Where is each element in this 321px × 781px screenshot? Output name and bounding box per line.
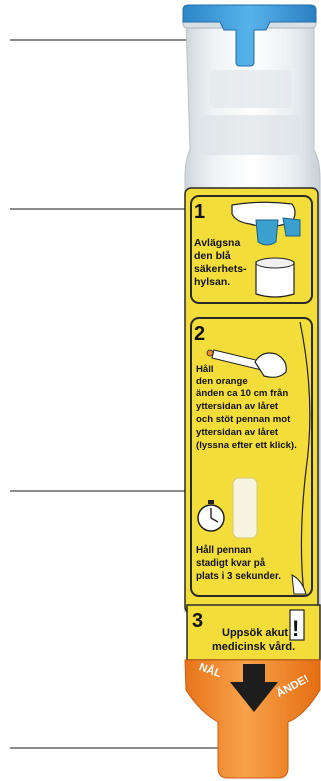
svg-text:(lyssna efter ett klick).: (lyssna efter ett klick).: [196, 440, 297, 451]
inspection-window: [233, 478, 257, 538]
step1-number: 1: [194, 201, 205, 223]
step2-number: 2: [194, 323, 205, 345]
exclamation-icon: !: [292, 616, 299, 641]
svg-text:den orange: den orange: [196, 376, 248, 387]
svg-text:medicinsk vård.: medicinsk vård.: [212, 641, 295, 653]
svg-text:Uppsök akut: Uppsök akut: [222, 627, 288, 639]
svg-text:yttersidan av låret: yttersidan av låret: [196, 401, 279, 412]
svg-text:änden ca 10 cm från: änden ca 10 cm från: [196, 388, 288, 399]
svg-text:stadigt kvar på: stadigt kvar på: [196, 558, 266, 569]
svg-text:säkerhets-: säkerhets-: [194, 263, 247, 275]
svg-text:yttersidan av låret: yttersidan av låret: [196, 427, 279, 438]
svg-text:plats i 3 sekunder.: plats i 3 sekunder.: [196, 571, 281, 582]
svg-text:Håll pennan: Håll pennan: [196, 545, 252, 556]
svg-text:hylsan.: hylsan.: [194, 276, 230, 288]
step3-number: 3: [192, 610, 203, 632]
svg-text:den blå: den blå: [194, 250, 231, 262]
svg-text:och stöt pennan mot: och stöt pennan mot: [196, 414, 291, 425]
svg-text:Håll: Håll: [196, 364, 214, 375]
svg-text:Avlägsna: Avlägsna: [194, 237, 240, 249]
